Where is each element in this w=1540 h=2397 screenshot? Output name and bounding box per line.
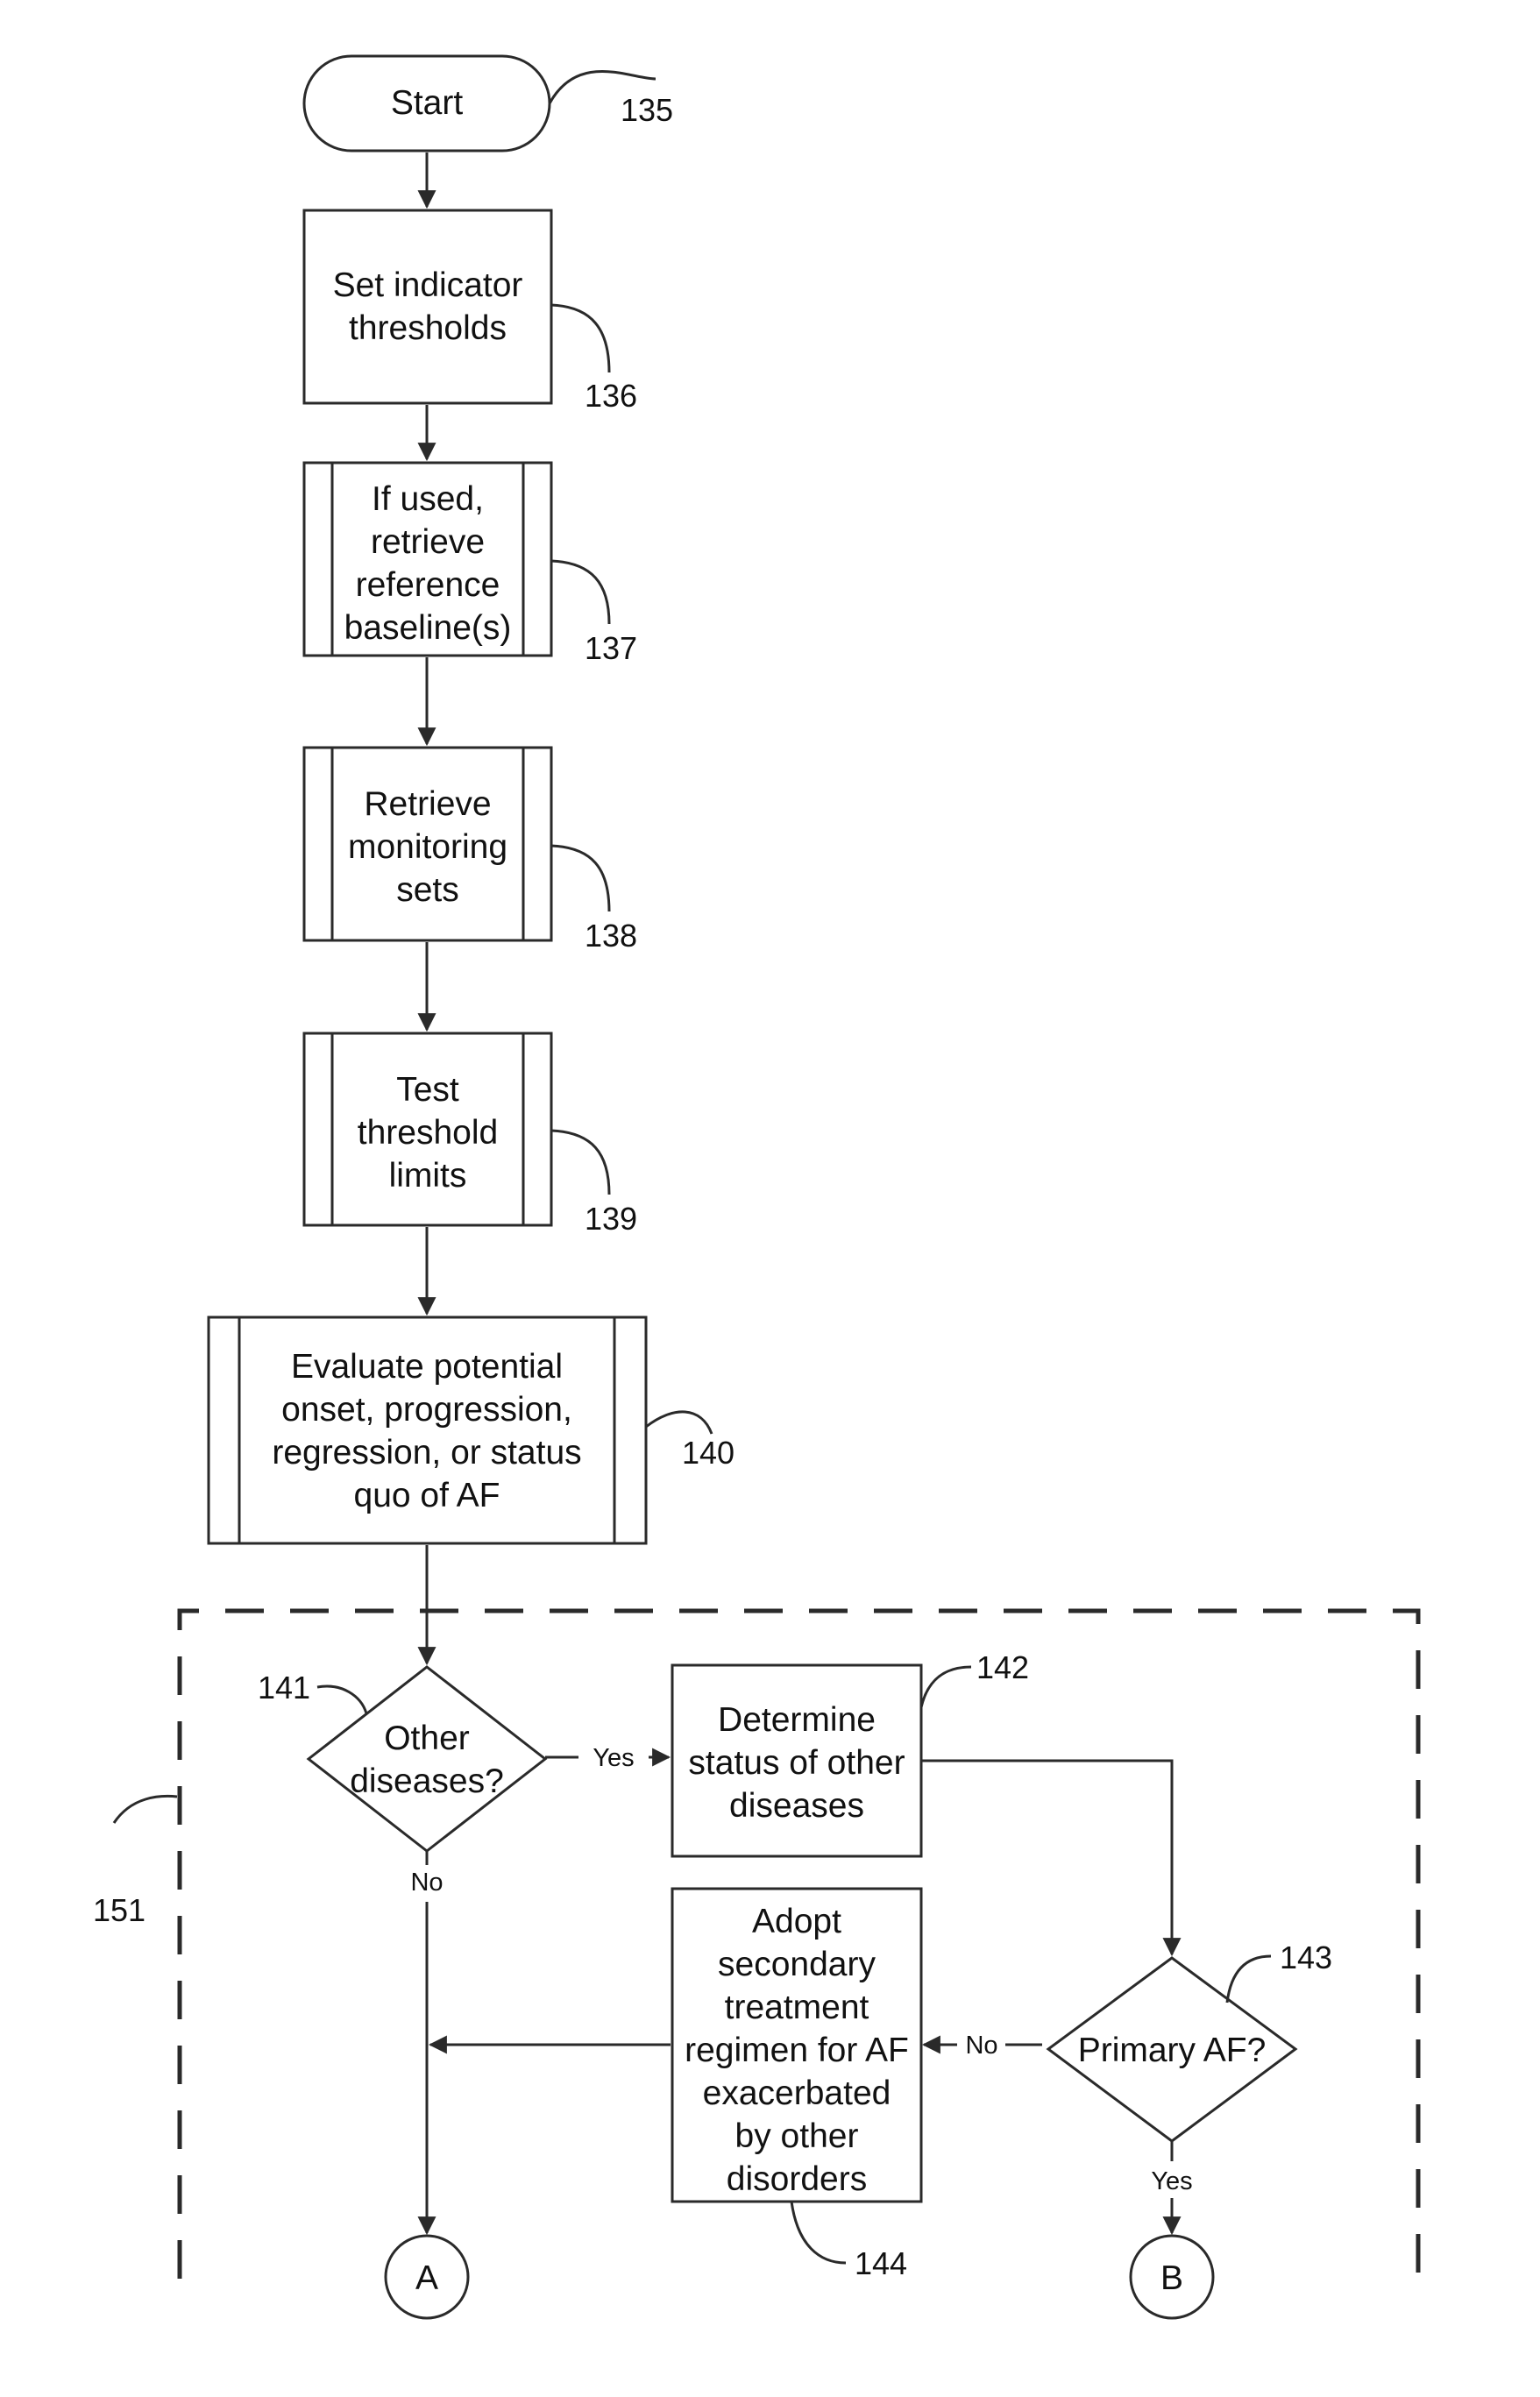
other-diseases-decision: Other diseases? xyxy=(309,1667,545,1851)
evaluate-line-2: onset, progression, xyxy=(281,1391,572,1429)
ref-151: 151 xyxy=(93,1892,145,1928)
test-limits-line-3: limits xyxy=(389,1157,467,1195)
ref-curve-137 xyxy=(551,561,609,624)
ref-curve-141 xyxy=(317,1686,366,1713)
test-limits-line-2: threshold xyxy=(358,1114,498,1152)
adopt-secondary-line-3: treatment xyxy=(725,1989,869,2026)
ref-142: 142 xyxy=(976,1649,1029,1685)
ref-135: 135 xyxy=(621,92,673,128)
ref-144: 144 xyxy=(855,2245,907,2281)
ref-141: 141 xyxy=(258,1670,310,1706)
evaluate-line-1: Evaluate potential xyxy=(291,1348,563,1386)
retrieve-baseline-line-4: baseline(s) xyxy=(344,609,512,647)
test-limits-box: Test threshold limits xyxy=(304,1033,551,1225)
connector-b: B xyxy=(1131,2236,1213,2318)
adopt-secondary-line-1: Adopt xyxy=(752,1903,841,1940)
determine-status-line-2: status of other xyxy=(688,1744,905,1782)
ref-138: 138 xyxy=(585,918,637,954)
adopt-secondary-line-4: regimen for AF xyxy=(685,2032,909,2069)
retrieve-sets-line-3: sets xyxy=(396,871,459,909)
adopt-secondary-line-2: secondary xyxy=(718,1946,876,1983)
retrieve-baseline-line-2: retrieve xyxy=(371,523,485,561)
other-diseases-line-2: diseases? xyxy=(350,1762,504,1800)
evaluate-line-3: regression, or status xyxy=(272,1434,581,1472)
primary-af-decision: Primary AF? xyxy=(1048,1958,1295,2141)
test-limits-line-1: Test xyxy=(396,1071,459,1109)
adopt-secondary-line-5: exacerbated xyxy=(703,2074,891,2112)
connector-a-label: A xyxy=(415,2259,438,2297)
determine-status-line-1: Determine xyxy=(718,1701,876,1739)
retrieve-sets-line-1: Retrieve xyxy=(364,785,491,823)
edge-label-no-1: No xyxy=(410,1869,443,1897)
connector-b-label: B xyxy=(1160,2259,1183,2297)
ref-curve-142 xyxy=(921,1667,971,1707)
ref-136: 136 xyxy=(585,378,637,414)
edge-label-yes-2: Yes xyxy=(1151,2167,1192,2195)
retrieve-baseline-line-1: If used, xyxy=(372,480,484,518)
retrieve-sets-box: Retrieve monitoring sets xyxy=(304,748,551,940)
ref-curve-144 xyxy=(791,2202,846,2263)
adopt-secondary-box: Adopt secondary treatment regimen for AF… xyxy=(672,1889,921,2202)
ref-curve-151 xyxy=(114,1796,177,1823)
ref-139: 139 xyxy=(585,1201,637,1237)
ref-curve-140 xyxy=(646,1412,712,1434)
evaluate-box: Evaluate potential onset, progression, r… xyxy=(209,1317,646,1543)
adopt-secondary-line-7: disorders xyxy=(727,2160,867,2198)
ref-curve-139 xyxy=(551,1131,609,1195)
ref-curve-143 xyxy=(1227,1956,1271,2003)
retrieve-baseline-line-3: reference xyxy=(356,566,500,604)
set-thresholds-line-1: Set indicator xyxy=(333,266,523,304)
edge-label-no-2: No xyxy=(965,2032,997,2060)
other-diseases-line-1: Other xyxy=(384,1720,470,1757)
ref-140: 140 xyxy=(682,1435,735,1471)
connector-a: A xyxy=(386,2236,468,2318)
evaluate-line-4: quo of AF xyxy=(354,1477,500,1514)
retrieve-baseline-box: If used, retrieve reference baseline(s) xyxy=(304,463,551,656)
ref-curve-138 xyxy=(551,846,609,911)
set-thresholds-box: Set indicator thresholds xyxy=(304,210,551,403)
start-terminator: Start xyxy=(304,56,550,151)
ref-curve-136 xyxy=(551,305,609,372)
edge-label-yes-1: Yes xyxy=(593,1744,634,1772)
determine-status-box: Determine status of other diseases xyxy=(672,1665,921,1856)
retrieve-sets-line-2: monitoring xyxy=(348,828,507,866)
start-label: Start xyxy=(391,84,464,122)
determine-status-line-3: diseases xyxy=(729,1787,864,1825)
adopt-secondary-line-6: by other xyxy=(735,2117,859,2155)
ref-143: 143 xyxy=(1280,1940,1332,1975)
set-thresholds-line-2: thresholds xyxy=(349,309,507,347)
edge-determine-to-primary xyxy=(921,1761,1172,1954)
ref-137: 137 xyxy=(585,630,637,666)
primary-af-label: Primary AF? xyxy=(1078,2032,1267,2069)
